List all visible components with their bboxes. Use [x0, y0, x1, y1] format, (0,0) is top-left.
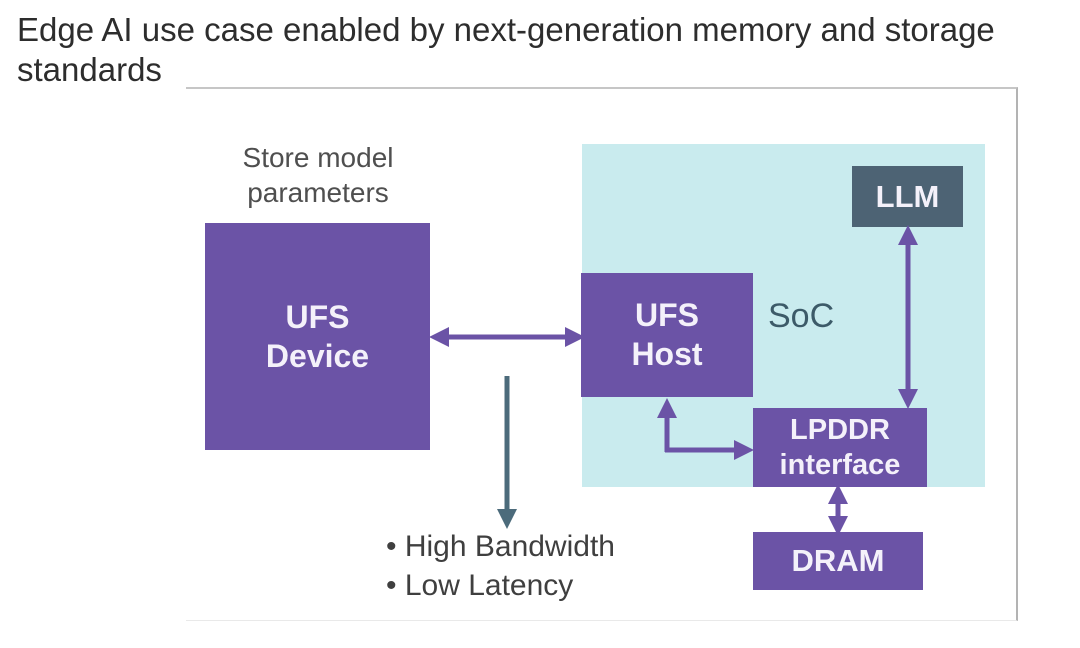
- note-low-latency: • Low Latency: [386, 569, 574, 602]
- note-high-bandwidth: • High Bandwidth: [386, 530, 615, 563]
- store-model-parameters-label: Store model parameters: [242, 142, 394, 208]
- notes-list: • High Bandwidth • Low Latency: [386, 527, 615, 605]
- llm-box: LLM: [852, 166, 963, 227]
- lpddr-interface-box: LPDDR interface: [753, 408, 927, 487]
- soc-label: SoC: [768, 297, 835, 335]
- figure-title: Edge AI use case enabled by next-generat…: [17, 11, 995, 88]
- dram-box: DRAM: [753, 532, 923, 590]
- ufs-host-box: UFS Host: [581, 273, 753, 397]
- diagram-frame: [186, 87, 1018, 621]
- ufs-device-box: UFS Device: [205, 223, 430, 450]
